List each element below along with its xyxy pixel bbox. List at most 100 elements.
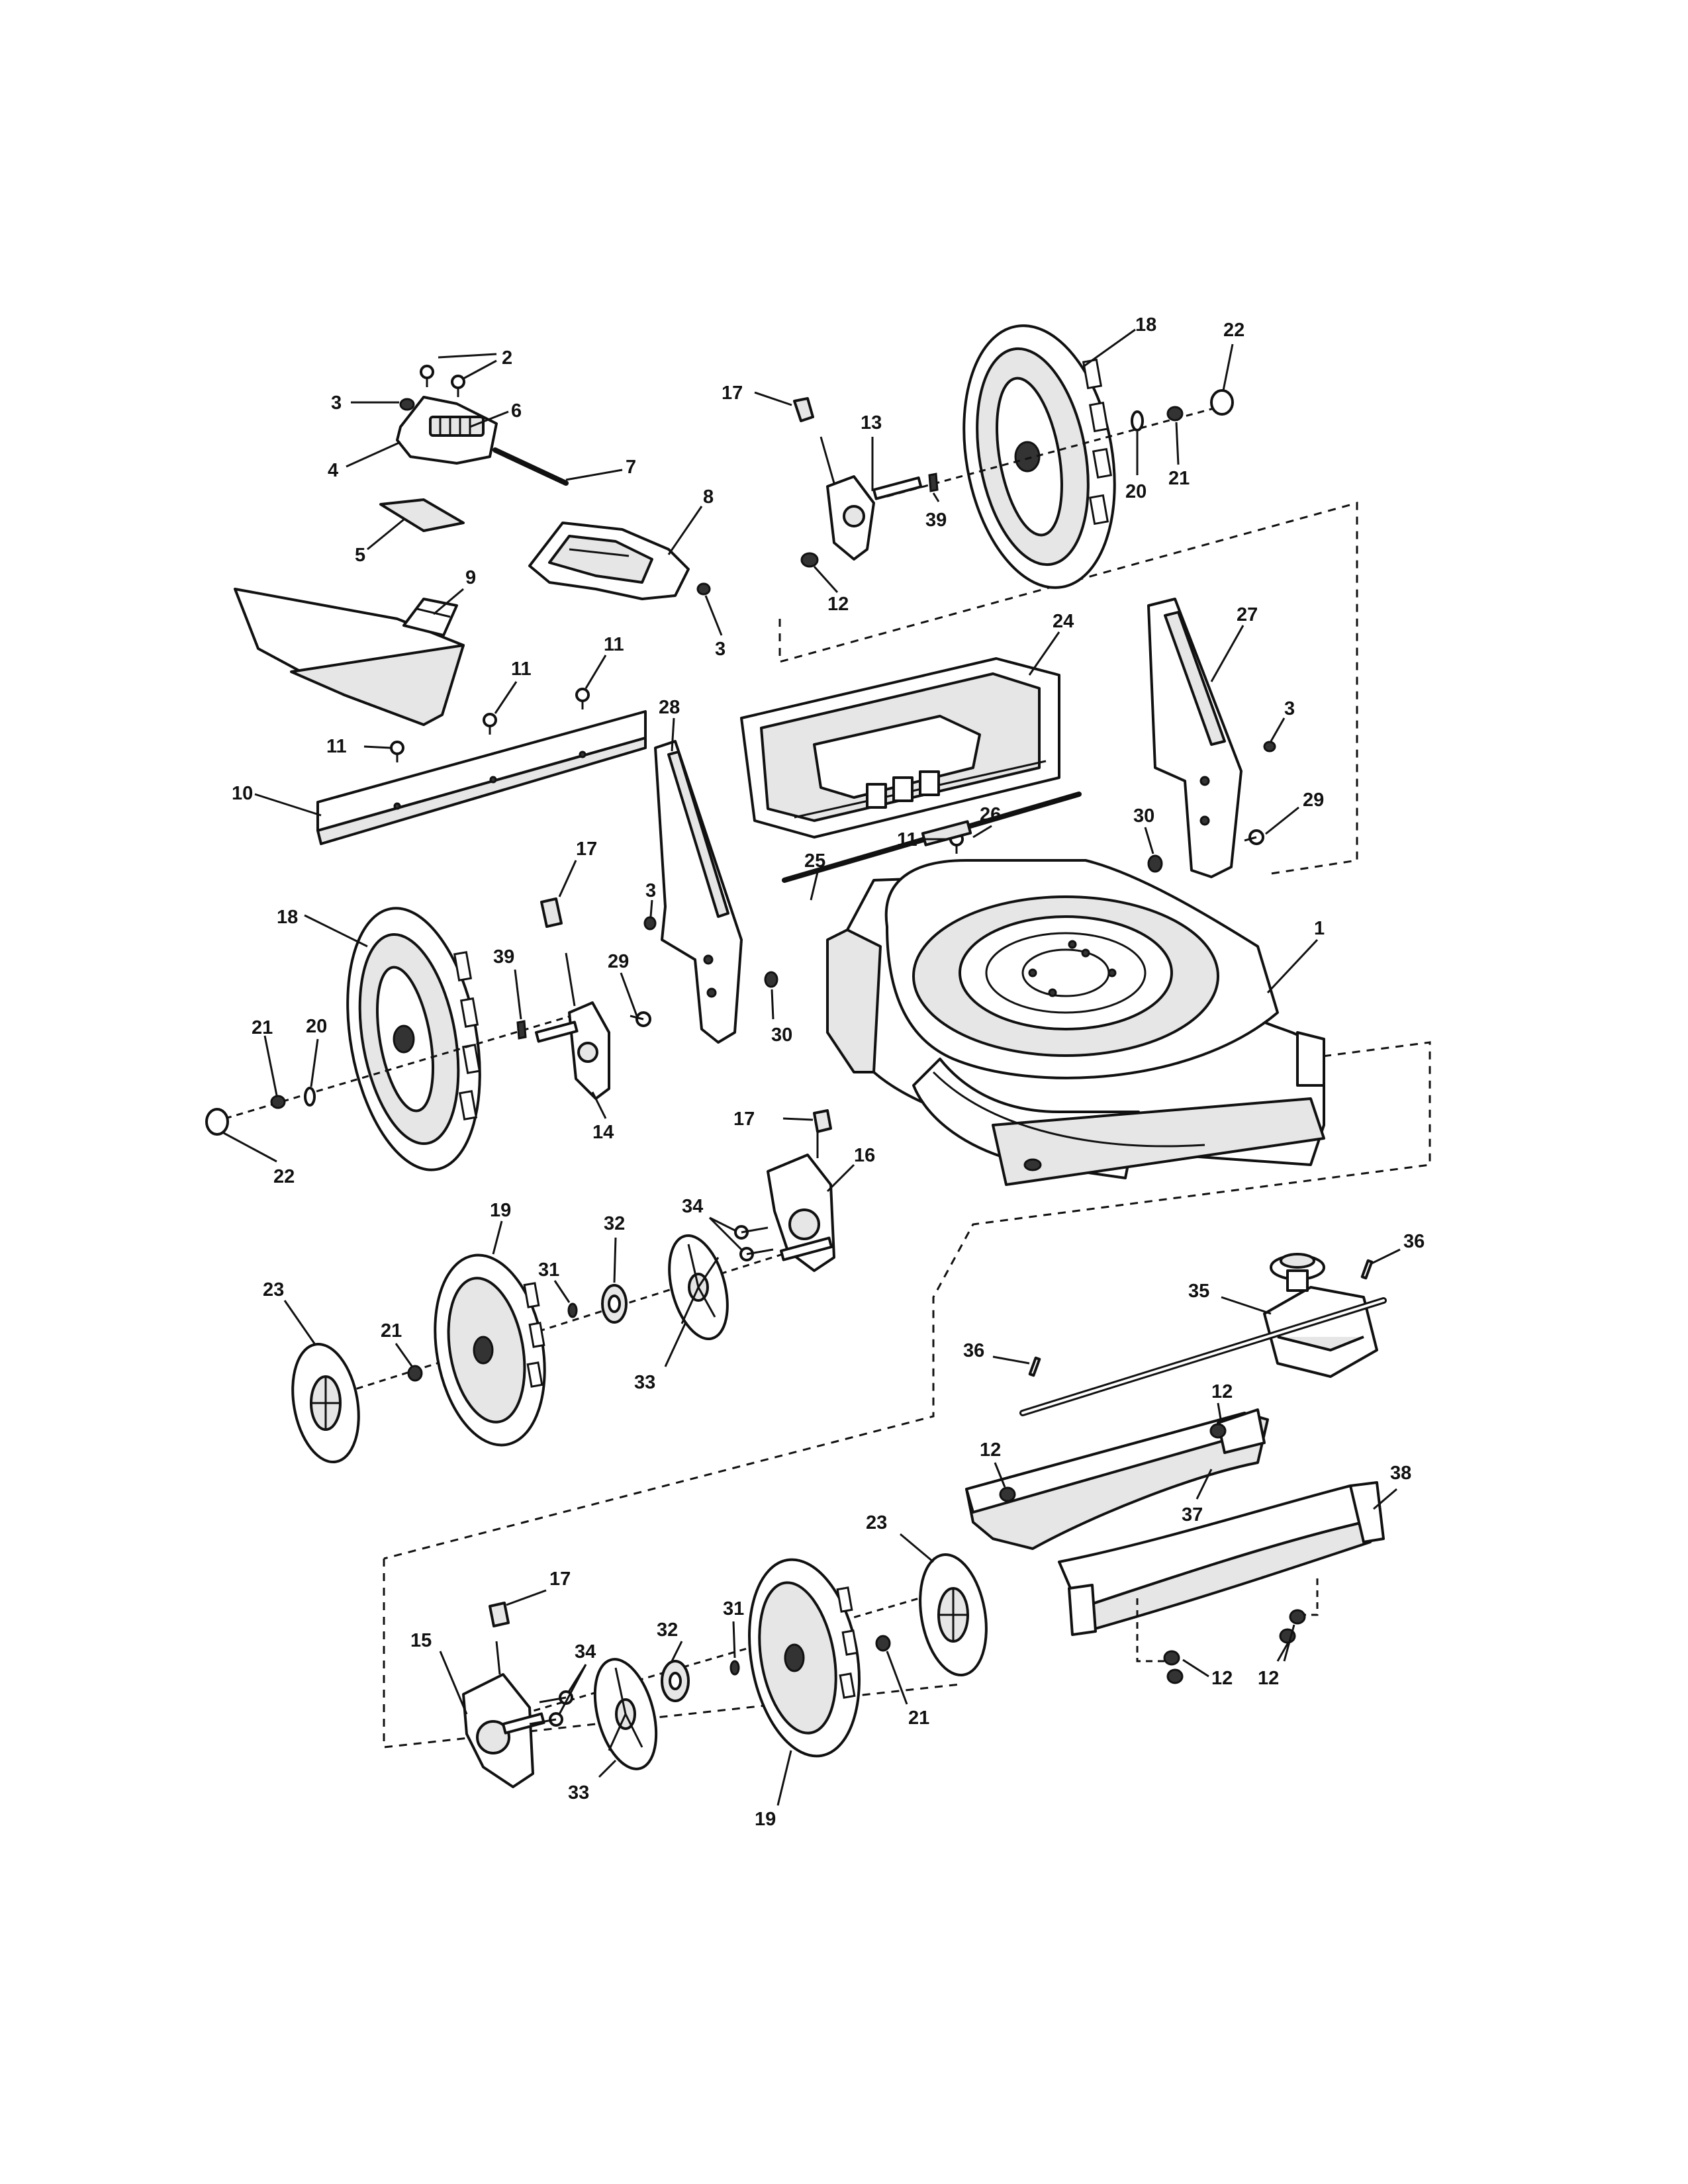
callout-labels: 1 2 3 3 3 3 4 5 6 7 8 9 10 11 11 11 11 1…	[232, 314, 1425, 1830]
callout-32a: 32	[604, 1213, 625, 1234]
callout-3d: 3	[645, 880, 656, 901]
hubcap-22b	[205, 1108, 229, 1136]
callout-5: 5	[355, 545, 365, 566]
clip-31b	[729, 1660, 740, 1676]
callout-21d: 21	[908, 1707, 929, 1729]
nut-21c	[407, 1365, 423, 1382]
nut-12d	[1163, 1650, 1180, 1666]
callout-11b: 11	[511, 659, 532, 680]
bolt-34d	[529, 1712, 563, 1727]
screw-2a	[420, 365, 434, 387]
nut-3c	[1263, 741, 1276, 752]
callout-36b: 36	[963, 1340, 984, 1361]
callout-13: 13	[861, 412, 882, 433]
hubcap-23a	[291, 1342, 360, 1464]
callout-4: 4	[328, 460, 338, 481]
cover-fastener-guide-right	[1297, 1578, 1319, 1616]
callout-20b: 20	[306, 1016, 327, 1037]
callout-18b: 18	[277, 907, 298, 928]
callout-12a: 12	[827, 594, 849, 615]
transmission-35	[1263, 1253, 1378, 1378]
callout-21a: 21	[1168, 468, 1190, 489]
mower-deck	[826, 859, 1325, 1186]
knob-17b	[540, 897, 563, 928]
callout-2: 2	[502, 347, 512, 369]
callout-34b: 34	[575, 1641, 596, 1662]
spring-39a	[928, 473, 939, 492]
callout-7: 7	[626, 457, 636, 478]
nut-12a	[800, 552, 819, 568]
callout-19a: 19	[490, 1200, 511, 1221]
screw-11a	[390, 741, 404, 762]
callout-37: 37	[1182, 1504, 1203, 1525]
hinge-rod-7	[492, 447, 569, 486]
discharge-chute-9	[234, 588, 465, 726]
mulch-plug-8	[528, 522, 690, 600]
callout-12c: 12	[980, 1439, 1001, 1461]
nut-21b	[270, 1095, 286, 1109]
callout-27: 27	[1237, 604, 1258, 625]
pinion-gear-32a	[601, 1284, 628, 1324]
callout-26: 26	[980, 804, 1001, 825]
bolt-29b	[630, 1011, 651, 1027]
callout-25: 25	[804, 850, 825, 872]
callout-10: 10	[232, 783, 253, 804]
grass-bag-frame-24	[740, 657, 1060, 839]
callout-8: 8	[703, 486, 714, 508]
leader-lines	[223, 328, 1401, 1806]
clip-31a	[567, 1302, 578, 1318]
axle-line-mid	[310, 1243, 815, 1404]
knob-17d	[489, 1602, 510, 1627]
callout-22b: 22	[273, 1166, 295, 1187]
wheel-bracket-16	[767, 1125, 835, 1272]
callout-17a: 17	[722, 383, 743, 404]
height-adjuster-13	[820, 436, 923, 561]
washer-20a	[1131, 410, 1144, 432]
callout-16: 16	[854, 1145, 875, 1166]
callout-39b: 39	[493, 946, 514, 968]
nut-21d	[875, 1635, 891, 1652]
callout-12b: 12	[1211, 1381, 1233, 1402]
hubcap-22a	[1210, 389, 1234, 416]
nut-30a	[1147, 854, 1163, 873]
plate-5	[379, 498, 465, 532]
pinion-gear-32b	[661, 1660, 690, 1702]
nut-30b	[764, 971, 778, 988]
callout-12d: 12	[1211, 1668, 1233, 1689]
callout-9: 9	[465, 567, 476, 588]
screw-11c	[575, 688, 590, 709]
wheel-19-front-left	[434, 1253, 546, 1447]
cover-fastener-guide-left	[1136, 1598, 1172, 1662]
front-right-group-box	[383, 1041, 1431, 1560]
nut-12b	[1209, 1423, 1227, 1439]
callout-22a: 22	[1223, 320, 1244, 341]
height-bracket-27	[1147, 598, 1243, 878]
nut-12c	[999, 1486, 1016, 1502]
callout-19b: 19	[755, 1809, 776, 1830]
callout-17d: 17	[549, 1569, 571, 1590]
wheel-18-rear-right	[962, 324, 1116, 589]
spring-39b	[516, 1020, 527, 1040]
nut-3a	[399, 398, 415, 411]
callout-11d: 11	[897, 829, 917, 850]
callout-38: 38	[1390, 1463, 1411, 1484]
callout-11c: 11	[604, 634, 624, 655]
washer-20b	[304, 1087, 316, 1107]
rear-wheel-group-box	[778, 502, 1358, 875]
front-cover-38	[1058, 1481, 1385, 1636]
axle-line-bottom	[476, 1587, 954, 1729]
key-36a	[1360, 1259, 1374, 1280]
nut-3b	[696, 582, 711, 596]
callout-36a: 36	[1403, 1231, 1425, 1252]
nut-12d2	[1166, 1668, 1184, 1684]
height-adjuster-14	[534, 952, 610, 1100]
hinge-bracket-4	[396, 396, 498, 465]
callout-21b: 21	[252, 1017, 273, 1038]
callout-29b: 29	[608, 951, 629, 972]
callout-3a: 3	[331, 392, 342, 414]
callout-6: 6	[511, 400, 522, 422]
bolt-34a	[734, 1225, 769, 1240]
callout-39a: 39	[925, 510, 947, 531]
screw-11b	[483, 713, 497, 735]
